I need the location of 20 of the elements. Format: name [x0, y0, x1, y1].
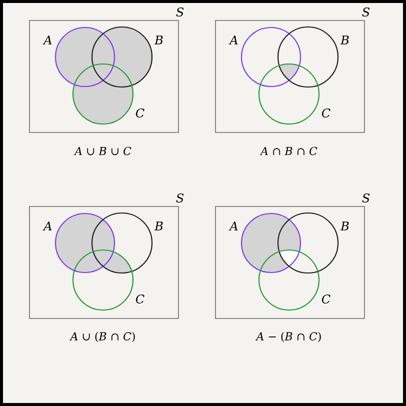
set-formula: A − (B ∩ C)	[255, 332, 321, 342]
set-label: B	[340, 36, 349, 44]
set-label: C	[322, 294, 330, 304]
set-label: A	[42, 36, 52, 44]
set-label: C	[322, 108, 330, 118]
set-label: S	[362, 7, 370, 17]
set-label: A	[42, 222, 52, 230]
set-label: B	[340, 222, 349, 230]
set-formula: A ∪ B ∪ C	[74, 146, 132, 156]
set-formula: A ∩ B ∩ C	[260, 146, 318, 156]
set-label: S	[362, 193, 370, 203]
set-label: B	[154, 36, 163, 44]
set-label: S	[176, 193, 184, 203]
set-label: B	[154, 222, 163, 230]
set-label: S	[176, 7, 184, 17]
set-label: C	[136, 108, 144, 118]
set-label: A	[228, 222, 238, 230]
set-label: C	[136, 294, 144, 304]
set-label: A	[228, 36, 238, 44]
set-formula: A ∪ (B ∩ C)	[69, 332, 135, 342]
